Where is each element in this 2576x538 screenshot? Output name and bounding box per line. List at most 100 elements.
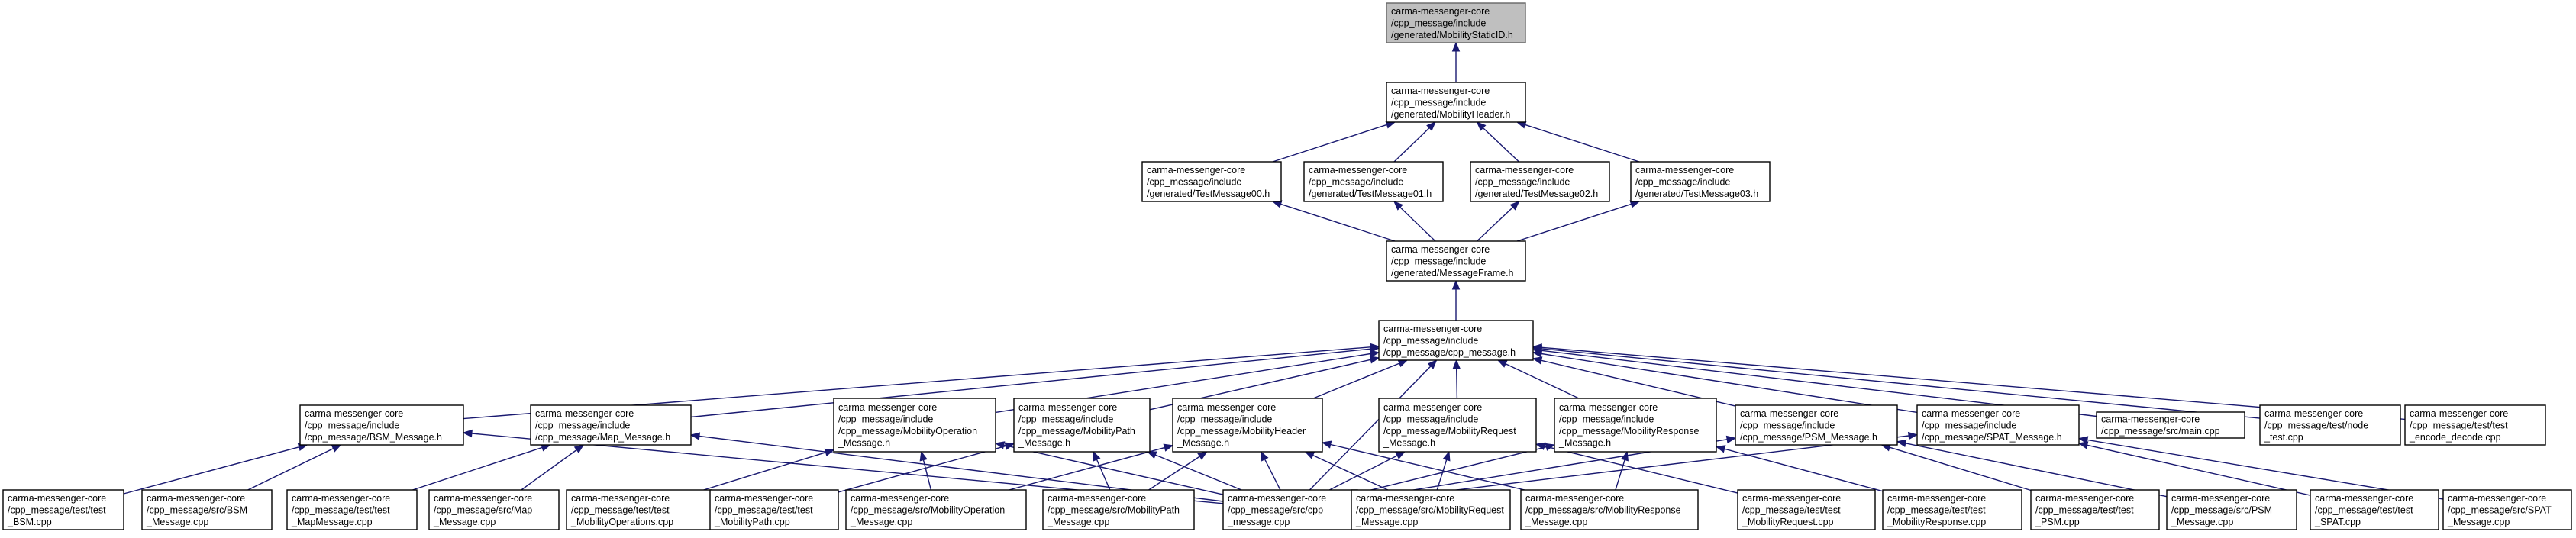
node-sbsm[interactable]: carma-messenger-core/cpp_message/src/BSM… bbox=[141, 489, 273, 530]
node-label-line: /cpp_message/src/PSM bbox=[2171, 504, 2272, 515]
node-smobpath[interactable]: carma-messenger-core/cpp_message/src/Mob… bbox=[1042, 489, 1195, 530]
node-cppmsgh[interactable]: carma-messenger-core/cpp_message/include… bbox=[1378, 320, 1534, 361]
node-smap[interactable]: carma-messenger-core/cpp_message/src/Map… bbox=[428, 489, 560, 530]
edge-line bbox=[1541, 353, 1918, 414]
node-tm03[interactable]: carma-messenger-core/cpp_message/include… bbox=[1630, 161, 1771, 202]
edge-tm00-to-mobheader bbox=[1272, 121, 1396, 163]
node-nodetest[interactable]: carma-messenger-core/cpp_message/test/no… bbox=[2259, 404, 2401, 446]
arrowhead-icon bbox=[1496, 359, 1508, 368]
node-box bbox=[1303, 161, 1444, 202]
node-label-line: carma-messenger-core bbox=[851, 493, 949, 504]
node-msgframe[interactable]: carma-messenger-core/cpp_message/include… bbox=[1386, 240, 1526, 282]
node-label-line: /cpp_message/include bbox=[1559, 414, 1654, 425]
node-spsm[interactable]: carma-messenger-core/cpp_message/src/PSM… bbox=[2166, 489, 2297, 530]
node-tm01[interactable]: carma-messenger-core/cpp_message/include… bbox=[1303, 161, 1444, 202]
arrowhead-icon bbox=[573, 444, 585, 453]
node-smobresp[interactable]: carma-messenger-core/cpp_message/src/Mob… bbox=[1520, 489, 1699, 530]
node-label-line: /cpp_message/include bbox=[305, 420, 399, 430]
node-maincpp[interactable]: carma-messenger-core/cpp_message/src/mai… bbox=[2096, 411, 2245, 439]
edge-line bbox=[1724, 448, 1884, 492]
node-tspat[interactable]: carma-messenger-core/cpp_message/test/te… bbox=[2310, 489, 2439, 530]
node-sspat[interactable]: carma-messenger-core/cpp_message/src/SPA… bbox=[2442, 489, 2572, 530]
edge-smobreq-to-mobreqh bbox=[1436, 450, 1451, 491]
node-box bbox=[1351, 489, 1511, 530]
edge-line bbox=[2087, 439, 2444, 500]
arrowhead-icon bbox=[1452, 359, 1461, 369]
node-box bbox=[1882, 489, 2022, 530]
node-label-line: carma-messenger-core bbox=[1177, 402, 1276, 413]
node-tmap[interactable]: carma-messenger-core/cpp_message/test/te… bbox=[286, 489, 418, 530]
node-box bbox=[1386, 2, 1526, 43]
node-label-line: /cpp_message/test/test bbox=[1742, 504, 1841, 515]
node-tmobreq[interactable]: carma-messenger-core/cpp_message/test/te… bbox=[1737, 489, 1876, 530]
node-mobheader[interactable]: carma-messenger-core/cpp_message/include… bbox=[1386, 82, 1526, 123]
node-label-line: /generated/TestMessage00.h bbox=[1147, 188, 1270, 199]
node-smobops[interactable]: carma-messenger-core/cpp_message/src/Mob… bbox=[845, 489, 1027, 530]
node-tm00[interactable]: carma-messenger-core/cpp_message/include… bbox=[1141, 161, 1282, 202]
edge-tspat-to-spath bbox=[2077, 441, 2311, 496]
node-label-line: _Message.cpp bbox=[2447, 517, 2510, 527]
node-label-line: /generated/MobilityStaticID.h bbox=[1391, 30, 1513, 40]
node-label-line: _Message.h bbox=[1018, 438, 1070, 449]
node-mobpathh[interactable]: carma-messenger-core/cpp_message/include… bbox=[1013, 398, 1151, 453]
node-maph[interactable]: carma-messenger-core/cpp_message/include… bbox=[530, 404, 692, 446]
node-label-line: /cpp_message/include bbox=[535, 420, 630, 430]
edge-line bbox=[1505, 363, 1580, 399]
node-label-line: /cpp_message/MobilityOperation bbox=[838, 426, 977, 437]
node-label-line: /cpp_message/include bbox=[1383, 414, 1478, 425]
node-label-line: carma-messenger-core bbox=[1525, 493, 1624, 504]
node-mobreqh[interactable]: carma-messenger-core/cpp_message/include… bbox=[1378, 398, 1537, 453]
node-bsmh[interactable]: carma-messenger-core/cpp_message/include… bbox=[299, 404, 464, 446]
node-mobresph[interactable]: carma-messenger-core/cpp_message/include… bbox=[1554, 398, 1717, 453]
node-tmobpath[interactable]: carma-messenger-core/cpp_message/test/te… bbox=[709, 489, 839, 530]
edge-smobops-to-mobheadermsgh bbox=[1009, 443, 1174, 491]
node-spath[interactable]: carma-messenger-core/cpp_message/include… bbox=[1916, 404, 2080, 446]
node-box bbox=[2404, 404, 2546, 446]
node-tpsm[interactable]: carma-messenger-core/cpp_message/test/te… bbox=[2030, 489, 2160, 530]
node-tmobops[interactable]: carma-messenger-core/cpp_message/test/te… bbox=[566, 489, 712, 530]
edge-line bbox=[1003, 444, 1224, 495]
node-label-line: /cpp_message/src/cpp bbox=[1228, 504, 1323, 515]
edge-tbsm-to-bsmh bbox=[123, 443, 308, 495]
arrowhead-icon bbox=[1004, 442, 1015, 450]
edge-line bbox=[1148, 456, 1200, 491]
node-mobheadermsgh[interactable]: carma-messenger-core/cpp_message/include… bbox=[1172, 398, 1323, 453]
node-label-line: _Message.cpp bbox=[2171, 517, 2233, 527]
node-label-line: /cpp_message/include bbox=[1383, 335, 1478, 346]
edge-line bbox=[703, 452, 826, 491]
node-box bbox=[286, 489, 418, 530]
node-label-line: carma-messenger-core bbox=[1887, 493, 1986, 504]
node-box bbox=[1378, 320, 1534, 361]
node-label-line: carma-messenger-core bbox=[1475, 165, 1574, 176]
arrowhead-icon bbox=[1907, 431, 1919, 440]
edge-line bbox=[838, 445, 1006, 493]
node-box bbox=[299, 404, 464, 446]
node-tm02[interactable]: carma-messenger-core/cpp_message/include… bbox=[1470, 161, 1610, 202]
edge-tm01-to-mobheader bbox=[1393, 121, 1436, 163]
node-box bbox=[566, 489, 712, 530]
node-box bbox=[1470, 161, 1610, 202]
node-box bbox=[1554, 398, 1717, 453]
node-mobopsh[interactable]: carma-messenger-core/cpp_message/include… bbox=[833, 398, 996, 453]
edge-cppmsgh-to-msgframe bbox=[1451, 279, 1461, 321]
edge-line bbox=[412, 446, 543, 491]
node-encdec[interactable]: carma-messenger-core/cpp_message/test/te… bbox=[2404, 404, 2546, 446]
edge-mobreqh-to-cppmsgh bbox=[1452, 359, 1461, 399]
node-box bbox=[1916, 404, 2080, 446]
edge-line bbox=[1889, 446, 2032, 491]
node-label-line: carma-messenger-core bbox=[1391, 244, 1490, 255]
node-tmobresp[interactable]: carma-messenger-core/cpp_message/test/te… bbox=[1882, 489, 2022, 530]
node-label-line: _Message.cpp bbox=[1355, 517, 1418, 527]
node-label-line: /generated/MobilityHeader.h bbox=[1391, 109, 1510, 120]
node-box bbox=[2, 489, 124, 530]
node-box bbox=[2310, 489, 2439, 530]
node-psmh[interactable]: carma-messenger-core/cpp_message/include… bbox=[1735, 404, 1898, 446]
arrowhead-icon bbox=[1395, 451, 1406, 459]
node-scpp[interactable]: carma-messenger-core/cpp_message/src/cpp… bbox=[1222, 489, 1358, 530]
node-box bbox=[833, 398, 996, 453]
node-label-line: _SPAT.cpp bbox=[2314, 517, 2361, 527]
node-tbsm[interactable]: carma-messenger-core/cpp_message/test/te… bbox=[2, 489, 124, 530]
node-label-line: carma-messenger-core bbox=[1559, 402, 1658, 413]
node-smobreq[interactable]: carma-messenger-core/cpp_message/src/Mob… bbox=[1351, 489, 1511, 530]
arrowhead-icon bbox=[1369, 356, 1380, 364]
